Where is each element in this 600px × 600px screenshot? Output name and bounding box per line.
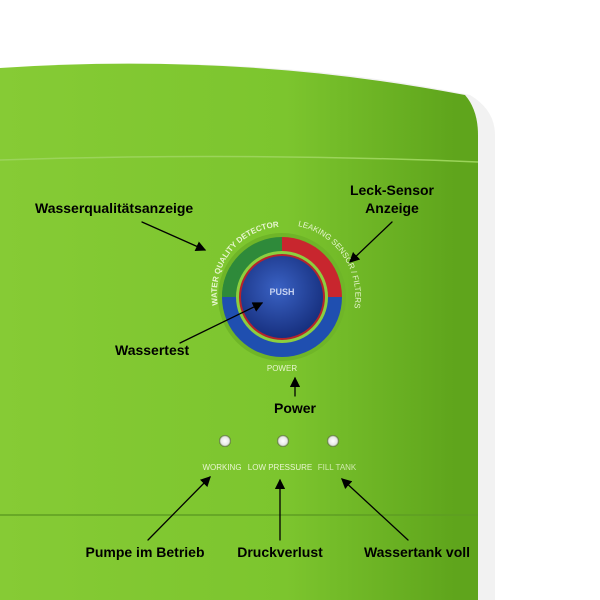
annotation-water-quality: Wasserqualitätsanzeige [35, 200, 193, 216]
arrow-icon [349, 221, 393, 263]
annotations: Wasserqualitätsanzeige Leck-Sensor Anzei… [35, 182, 470, 560]
arrow-icon [141, 221, 207, 252]
led-fill-tank: FILL TANK [318, 435, 357, 472]
seam-top [0, 155, 479, 163]
led-working: WORKING [202, 435, 242, 472]
arrow-icon [179, 302, 264, 344]
annotation-leak-line1: Leck-Sensor [350, 182, 435, 198]
annotation-water-test: Wassertest [115, 342, 190, 358]
led-icon [219, 435, 231, 447]
led-label: WORKING [202, 463, 241, 472]
dial: PUSH WATER QUALITY DETECTOR LEAKING SENS… [210, 219, 363, 373]
annotation-leak-line2: Anzeige [365, 200, 419, 216]
annotation-tank-full: Wassertank voll [364, 544, 470, 560]
annotation-pump: Pumpe im Betrieb [85, 544, 204, 560]
arrow-icon [341, 478, 409, 541]
push-button[interactable]: PUSH [241, 256, 323, 338]
power-ring-text: POWER [267, 364, 297, 373]
led-low-pressure: LOW PRESSURE [248, 435, 312, 472]
led-icon [277, 435, 289, 447]
annotation-power: Power [274, 400, 317, 416]
led-icon [327, 435, 339, 447]
led-label: FILL TANK [318, 463, 357, 472]
annotation-pressure-loss: Druckverlust [237, 544, 323, 560]
arrow-icon [147, 476, 211, 541]
push-label: PUSH [269, 287, 294, 297]
led-label: LOW PRESSURE [248, 463, 312, 472]
